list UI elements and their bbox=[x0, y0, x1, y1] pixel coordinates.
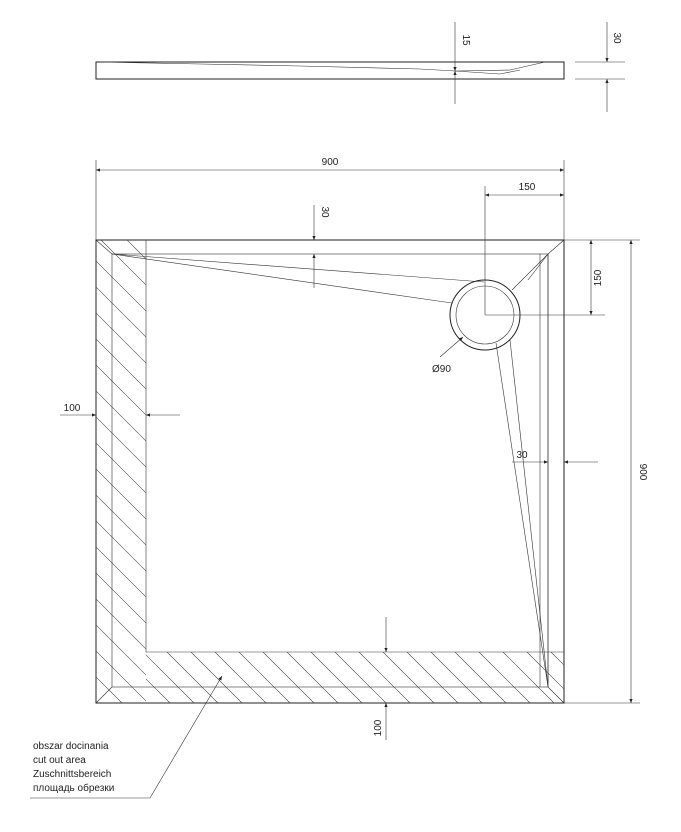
dim-slope-top: 30 bbox=[319, 206, 330, 218]
dim-height: 900 bbox=[637, 464, 648, 481]
hatch-line bbox=[309, 240, 681, 703]
hatch-line bbox=[96, 572, 146, 624]
hatch-line bbox=[231, 240, 681, 703]
note-line-ru: площадь обрезки bbox=[33, 782, 114, 794]
hatch-line bbox=[146, 702, 147, 703]
top-view: 900 150 150 30 900 Ø90 30 100 100 bbox=[60, 157, 681, 740]
hatch-line bbox=[96, 364, 146, 416]
note-line-de: Zuschnittsbereich bbox=[33, 769, 111, 780]
cut-area-boundary bbox=[145, 240, 564, 653]
hatch-line bbox=[517, 240, 681, 703]
hatch-line bbox=[146, 678, 171, 703]
cut-area-leader bbox=[30, 675, 223, 799]
hatch-line bbox=[96, 260, 146, 312]
hatch-line bbox=[179, 240, 642, 703]
hatch-line bbox=[100, 240, 146, 286]
hatch-line bbox=[96, 416, 146, 468]
hatch-line bbox=[334, 652, 387, 703]
hatch-line bbox=[190, 652, 243, 703]
side-view-outline bbox=[95, 61, 565, 80]
hatch-line bbox=[406, 652, 459, 703]
hatch-line bbox=[382, 652, 435, 703]
dim-drain-diameter-leader bbox=[439, 336, 464, 358]
hatch-line bbox=[214, 652, 267, 703]
hatch-line bbox=[96, 468, 146, 520]
hatch-line bbox=[96, 520, 146, 572]
hatch-line bbox=[502, 652, 555, 703]
hatch-line bbox=[153, 240, 616, 703]
dim-cut-left: 100 bbox=[64, 403, 81, 414]
tray-outline bbox=[95, 239, 565, 704]
hatch-line bbox=[96, 702, 97, 703]
dim-width: 900 bbox=[322, 157, 339, 168]
hatch-line bbox=[205, 240, 668, 703]
hatch-line bbox=[96, 286, 146, 338]
hatch-line bbox=[286, 652, 339, 703]
hatch-line bbox=[238, 652, 291, 703]
hatch-line bbox=[96, 624, 146, 676]
dim-drain-depth: 15 bbox=[460, 34, 471, 46]
dim-drain-diameter: Ø90 bbox=[432, 364, 451, 375]
hatch-line bbox=[96, 338, 146, 390]
hatch-line bbox=[454, 652, 507, 703]
note-line-pl: obszar docinania bbox=[33, 741, 109, 752]
hatch-line bbox=[257, 240, 681, 703]
hatch-line bbox=[361, 240, 681, 703]
hatch-line bbox=[283, 240, 681, 703]
slope-line-top bbox=[111, 253, 485, 283]
hatch-line bbox=[96, 650, 146, 702]
hatch-line bbox=[478, 652, 531, 703]
hatch-line bbox=[358, 652, 411, 703]
side-view-slope bbox=[99, 61, 546, 72]
dim-cut-bottom: 100 bbox=[373, 719, 384, 736]
cut-area-note: obszar docinania cut out area Zuschnitts… bbox=[30, 675, 223, 799]
hatch-line bbox=[262, 652, 315, 703]
hatch-line bbox=[96, 390, 146, 442]
note-line-en: cut out area bbox=[33, 755, 86, 766]
hatch-line bbox=[310, 652, 363, 703]
hatch-line bbox=[599, 652, 650, 703]
hatch-line bbox=[550, 652, 564, 666]
dim-thickness: 30 bbox=[611, 32, 622, 44]
hatch-line bbox=[96, 312, 146, 364]
hatch-line bbox=[166, 652, 219, 703]
slope-line-corner bbox=[511, 253, 549, 291]
tray-inner-rim bbox=[111, 253, 549, 688]
side-view: 15 30 bbox=[95, 22, 625, 112]
hatch-line bbox=[146, 654, 195, 703]
dim-drain-offset-y: 150 bbox=[593, 269, 604, 286]
dim-slope-right: 30 bbox=[516, 450, 528, 461]
cut-area-left bbox=[96, 240, 681, 703]
hatch-line bbox=[335, 240, 681, 703]
hatch-line bbox=[96, 546, 146, 598]
hatch-line bbox=[526, 652, 564, 690]
dim-drain-offset-x: 150 bbox=[519, 182, 536, 193]
hatch-line bbox=[126, 240, 146, 260]
hatch-line bbox=[575, 652, 626, 703]
slope-line-right bbox=[495, 342, 549, 688]
hatch-line bbox=[96, 442, 146, 494]
hatch-line bbox=[387, 240, 681, 703]
hatch-line bbox=[430, 652, 483, 703]
hatch-line bbox=[569, 240, 681, 703]
hatch-line bbox=[96, 598, 146, 650]
cut-area-bottom bbox=[146, 652, 650, 703]
hatch-line bbox=[96, 494, 146, 546]
hatch-line bbox=[96, 676, 123, 703]
